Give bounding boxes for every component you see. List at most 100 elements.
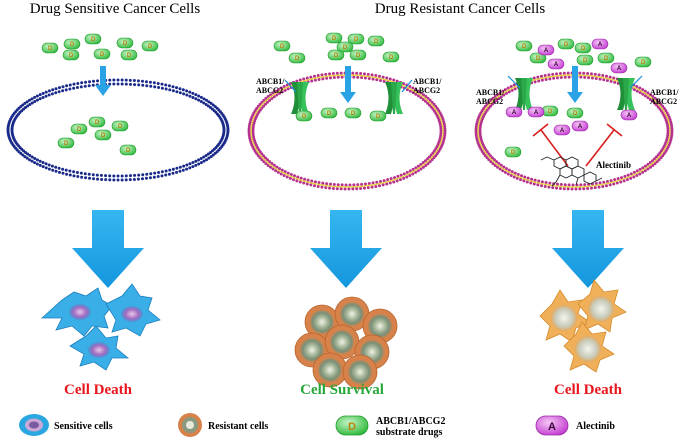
drug-letter: D [126, 148, 131, 154]
transporter-1 [291, 82, 309, 114]
drug-letter: D [511, 150, 516, 156]
drug-letter: D [48, 46, 53, 52]
inhibit-bar-right [606, 123, 623, 137]
drug-letter: D [536, 56, 541, 62]
drug-letter: D [354, 37, 359, 43]
outcome-right: Cell Death [554, 382, 623, 398]
transporter-label-3b: ABCG2 [476, 97, 503, 106]
inhibit-line-left [540, 129, 569, 167]
drug-letter: D [374, 39, 379, 45]
alectinib-letter: A [598, 42, 603, 48]
drug-pill: D [111, 120, 129, 132]
inhibition-lines [532, 123, 623, 167]
drug-pill: D [347, 33, 365, 45]
outcome-middle: Cell Survival [300, 382, 384, 398]
resistant-cell [362, 308, 398, 344]
transporter-label-1a: ABCB1/ [256, 77, 285, 86]
drug-letter: D [522, 44, 527, 50]
drug-pill: D [576, 54, 594, 66]
big-arrow-right [552, 210, 624, 288]
drug-letter: D [123, 41, 128, 47]
drug-pill: D [62, 49, 80, 61]
legend-sensitive-icon [19, 414, 49, 436]
title-sensitive: Drug Sensitive Cancer Cells [30, 1, 201, 17]
drug-pill: D [88, 116, 106, 128]
legend-drug-letter: D [348, 421, 356, 433]
resistant-dying-cells [539, 279, 627, 373]
big-arrow-left [72, 210, 144, 288]
drug-letter: D [100, 52, 105, 58]
alectinib-pill: A [553, 124, 571, 136]
drug-pill: D [119, 144, 137, 156]
inhibit-line-right [585, 129, 615, 167]
drug-pill: D [320, 107, 338, 119]
drug-pill: D [93, 48, 111, 60]
drug-pill: D [94, 129, 112, 141]
drug-pill: D [325, 32, 343, 44]
drug-pill: D [70, 123, 88, 135]
drug-letter: D [564, 42, 569, 48]
alectinib-pill: A [527, 106, 545, 118]
legend-alectinib-letter: A [548, 421, 556, 433]
alectinib-letter: A [578, 124, 583, 130]
drug-letter: D [548, 109, 553, 115]
drug-letter: D [101, 133, 106, 139]
transporter-label-4a: ABCB1/ [650, 88, 679, 97]
drug-letter: D [70, 42, 75, 48]
drug-pill: D [295, 110, 313, 122]
drug-letter: D [69, 53, 74, 59]
entry-arrow-right [567, 66, 583, 103]
drug-letter: D [641, 60, 646, 66]
big-arrows [72, 210, 624, 288]
alectinib-letter: A [554, 62, 559, 68]
drug-letter: D [604, 56, 609, 62]
title-resistant: Drug Resistant Cancer Cells [375, 1, 546, 17]
entry-arrow-middle [340, 66, 356, 103]
drug-letter: D [91, 37, 96, 43]
alectinib-letter: A [617, 66, 622, 72]
alectinib-letter: A [560, 128, 565, 134]
drug-letter: D [302, 114, 307, 120]
drug-pill: D [288, 52, 306, 64]
alectinib-letter: A [544, 48, 549, 54]
legend-drug-text-2: substrate drugs [376, 427, 443, 438]
drug-letter: D [295, 56, 300, 62]
label-pointers [284, 75, 643, 93]
pointer-4 [629, 75, 643, 89]
drug-pill: D [141, 40, 159, 52]
drug-pill: D [84, 33, 102, 45]
legend: Sensitive cells Resistant cells D ABCB1/… [19, 413, 615, 438]
resistant-cell [334, 296, 370, 332]
sensitive-dying-cells [40, 283, 161, 371]
outcome-left: Cell Death [64, 382, 133, 398]
big-arrow-middle [310, 210, 382, 288]
drug-letter: D [356, 53, 361, 59]
legend-drug-icon: D [335, 415, 369, 436]
drug-letter: D [334, 53, 339, 59]
drug-pill: D [566, 107, 584, 119]
resistant-cell [342, 354, 378, 390]
drug-letter: D [389, 55, 394, 61]
transporter-label-4b: ABCG2 [650, 97, 677, 106]
drug-letter: D [64, 141, 69, 147]
drug-letter: D [343, 45, 348, 51]
drug-pill: D [504, 146, 522, 158]
drug-pill: D [336, 41, 354, 53]
pointer-1 [284, 79, 297, 93]
drug-pill: D [63, 38, 81, 50]
drug-pill: D [41, 42, 59, 54]
drug-pill: D [382, 51, 400, 63]
alectinib-letter: A [512, 110, 517, 116]
transporter-label-2a: ABCB1/ [413, 77, 442, 86]
drug-letter: D [118, 124, 123, 130]
drug-pill: D [515, 40, 533, 52]
drug-letter: D [376, 114, 381, 120]
alectinib-pill: A [505, 106, 523, 118]
transporter-4 [617, 78, 635, 110]
drug-pill: D [57, 137, 75, 149]
drug-pill: D [120, 49, 138, 61]
entry-arrows [95, 66, 583, 103]
